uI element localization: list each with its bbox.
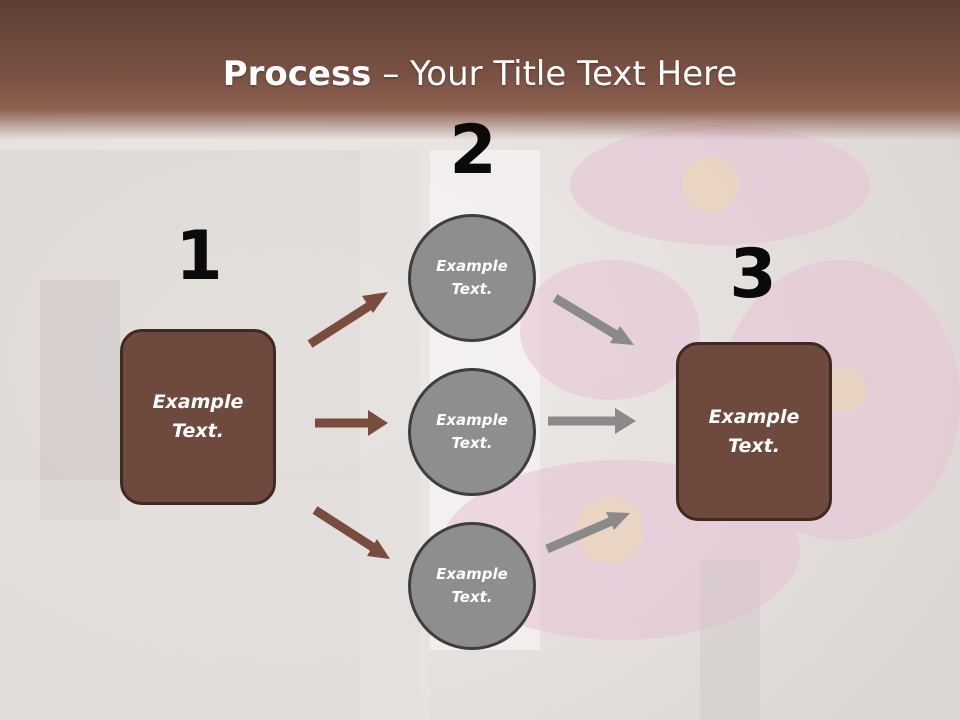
step-1-text: Example Text. (152, 391, 244, 442)
title-bold: Process (222, 54, 372, 94)
circle-3-text: Example Text. (436, 565, 508, 606)
step-2-circle-top: Example Text. (408, 214, 536, 342)
arrow-circle-1-to-right (552, 294, 634, 345)
arrow-circle-2-to-right (548, 408, 636, 434)
step-2-circle-middle: Example Text. (408, 368, 536, 496)
title-bar (0, 0, 960, 140)
step-number-3: 3 (729, 235, 777, 314)
step-2-circle-bottom: Example Text. (408, 522, 536, 650)
step-1-box: Example Text. (120, 329, 276, 505)
step-number-1: 1 (175, 217, 223, 296)
arrow-left-to-circle-3 (312, 506, 390, 559)
circle-2-text: Example Text. (436, 411, 508, 452)
step-3-text: Example Text. (708, 405, 800, 457)
slide-title: Process – Your Title Text Here (0, 50, 960, 98)
step-3-box: Example Text. (676, 342, 832, 521)
arrow-left-to-circle-1 (307, 292, 388, 348)
arrow-circle-3-to-right (545, 512, 630, 554)
circle-1-text: Example Text. (436, 257, 508, 298)
title-rest: – Your Title Text Here (371, 54, 738, 94)
step-number-2: 2 (449, 111, 497, 190)
arrow-left-to-circle-2 (315, 410, 388, 436)
